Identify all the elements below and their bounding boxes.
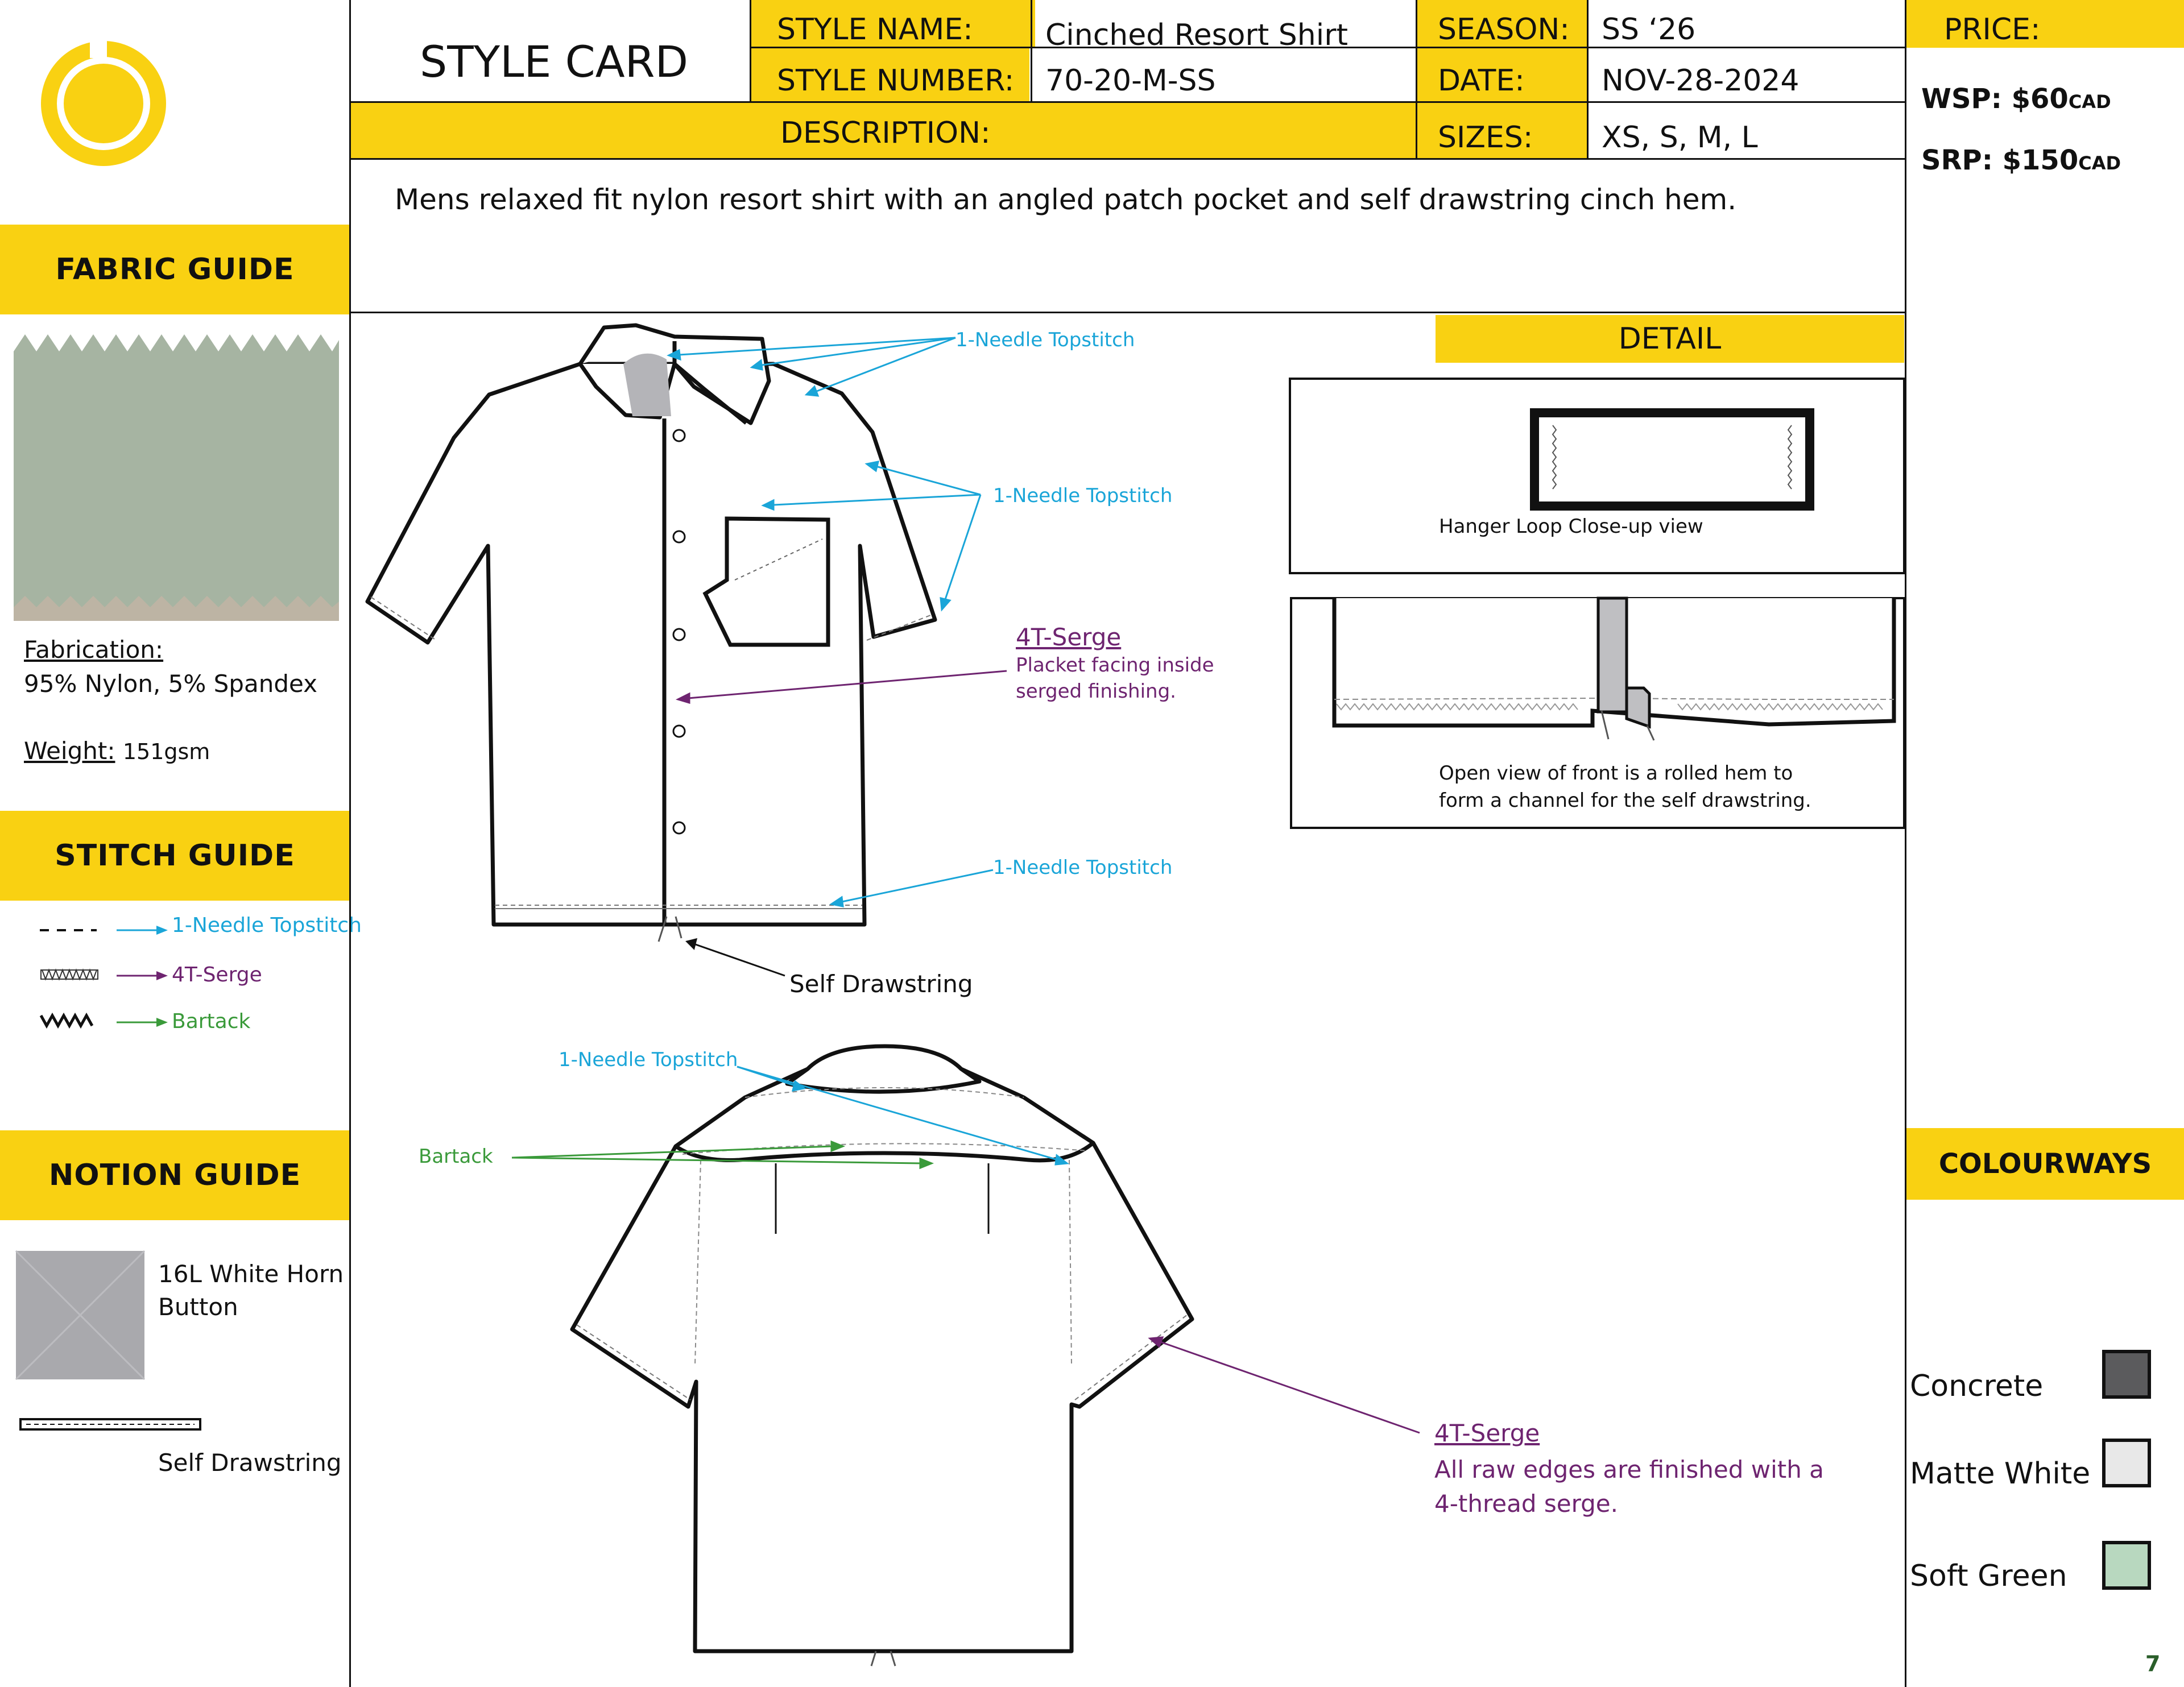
horn-button-swatch xyxy=(15,1250,146,1381)
colourway-name-concrete: Concrete xyxy=(1910,1369,2044,1403)
self-drawstring-callout: Self Drawstring xyxy=(789,970,973,998)
back-serge-callout-title: 4T-Serge xyxy=(1434,1419,1540,1447)
hanger-loop-illustration xyxy=(1530,408,1814,511)
price-bar xyxy=(1906,0,2184,48)
horn-button-label: 16L White Horn Button xyxy=(158,1260,344,1321)
page-number: 7 xyxy=(2145,1651,2161,1676)
back-shirt-flat xyxy=(511,1035,1420,1672)
style-number-value: 70-20-M-SS xyxy=(1045,64,1216,98)
wsp-label: WSP: xyxy=(1921,83,2002,115)
hanger-loop-icon xyxy=(1530,408,1814,511)
colourway-name-matte-white: Matte White xyxy=(1910,1457,2091,1491)
fabric-guide-title: FABRIC GUIDE xyxy=(55,252,295,287)
fabric-swatch-image xyxy=(14,329,339,621)
rolled-hem-illustration xyxy=(1325,596,1900,745)
detail-title: DETAIL xyxy=(1618,322,1722,356)
drawstring-notion xyxy=(19,1417,207,1434)
fabric-swatch xyxy=(14,329,339,621)
front-serge-callout-title: 4T-Serge xyxy=(1016,623,1122,651)
left-divider xyxy=(349,0,351,1687)
description-text: Mens relaxed fit nylon resort shirt with… xyxy=(395,183,1737,216)
style-number-label: STYLE NUMBER: xyxy=(777,64,1015,98)
circle-logo-icon xyxy=(41,35,166,166)
wsp-value: $60 xyxy=(2011,83,2069,115)
front-topstitch-callout-2: 1-Needle Topstitch xyxy=(993,484,1173,507)
zigzag-icon xyxy=(39,1012,94,1029)
fabric-guide-header: FABRIC GUIDE xyxy=(0,225,350,314)
season-label: SEASON: xyxy=(1438,13,1570,47)
button-image xyxy=(15,1250,146,1381)
srp-value: $150 xyxy=(2002,144,2079,176)
open-view-caption-2: form a channel for the self drawstring. xyxy=(1439,789,1811,812)
wsp-unit: CAD xyxy=(2068,91,2111,113)
back-shirt-drawing xyxy=(511,1044,1420,1667)
stitch-bartack-label: Bartack xyxy=(172,1010,251,1033)
sizes-value: XS, S, M, L xyxy=(1602,121,1758,155)
drawstring-label: Self Drawstring xyxy=(158,1449,342,1477)
description-bar xyxy=(351,102,1417,159)
back-serge-callout-line1: All raw edges are finished with a xyxy=(1434,1456,1824,1483)
style-card-title: STYLE CARD xyxy=(420,36,688,87)
srp-label: SRP: xyxy=(1921,144,1993,176)
stitch-legend xyxy=(39,910,347,1041)
date-value: NOV-28-2024 xyxy=(1602,64,1800,98)
front-shirt-drawing xyxy=(365,323,1007,977)
fabric-swatch-fill xyxy=(14,329,339,621)
weight-row: Weight: 151gsm xyxy=(24,737,210,765)
fabrication-value: 95% Nylon, 5% Spandex xyxy=(24,670,317,698)
front-serge-callout-line2: serged finishing. xyxy=(1016,680,1176,703)
price-label: PRICE: xyxy=(1944,13,2041,47)
brand-logo xyxy=(35,35,172,172)
right-divider xyxy=(1905,0,1906,1687)
colourways-title: COLOURWAYS xyxy=(1938,1148,2152,1180)
date-label: DATE: xyxy=(1438,64,1525,98)
stitch-guide-header: STITCH GUIDE xyxy=(0,811,350,901)
weight-value: 151gsm xyxy=(122,739,210,764)
back-topstitch-callout: 1-Needle Topstitch xyxy=(559,1048,738,1071)
sizes-label: SIZES: xyxy=(1438,121,1533,155)
front-shirt-flat xyxy=(364,318,1160,978)
season-value: SS ‘26 xyxy=(1602,13,1696,47)
style-name-label: STYLE NAME: xyxy=(777,13,973,47)
stitch-topstitch-label: 1-Needle Topstitch xyxy=(172,914,362,937)
srp-unit: CAD xyxy=(2078,152,2121,174)
colourway-swatch-soft-green xyxy=(2102,1541,2151,1590)
colourway-name-soft-green: Soft Green xyxy=(1910,1559,2067,1593)
colourways-header: COLOURWAYS xyxy=(1906,1128,2184,1200)
drawstring-icon xyxy=(19,1418,201,1431)
hanger-loop-caption: Hanger Loop Close-up view xyxy=(1439,515,1703,538)
wsp-row: WSP: $60CAD xyxy=(1921,83,2111,115)
stitch-serge-label: 4T-Serge xyxy=(172,963,262,986)
stitch-legend-graphics xyxy=(39,926,168,1029)
stitch-guide-title: STITCH GUIDE xyxy=(55,839,295,873)
style-name-value: Cinched Resort Shirt xyxy=(1045,18,1348,52)
rolled-hem-icon xyxy=(1332,596,1896,741)
notion-guide-title: NOTION GUIDE xyxy=(48,1158,301,1192)
back-serge-callout-line2: 4-thread serge. xyxy=(1434,1490,1618,1518)
colourway-swatch-concrete xyxy=(2102,1350,2151,1399)
back-bartack-callout: Bartack xyxy=(419,1145,493,1168)
notion-guide-header: NOTION GUIDE xyxy=(0,1130,350,1220)
front-serge-callout-line1: Placket facing inside xyxy=(1016,654,1214,677)
description-label: DESCRIPTION: xyxy=(780,116,991,150)
colourway-swatch-matte-white xyxy=(2102,1439,2151,1487)
weight-label: Weight: xyxy=(24,737,115,765)
open-view-caption-1: Open view of front is a rolled hem to xyxy=(1439,762,1793,785)
srp-row: SRP: $150CAD xyxy=(1921,144,2121,176)
detail-header: DETAIL xyxy=(1436,315,1904,363)
fabrication-label: Fabrication: xyxy=(24,636,164,664)
front-topstitch-callout-1: 1-Needle Topstitch xyxy=(956,329,1135,351)
front-topstitch-callout-3: 1-Needle Topstitch xyxy=(993,856,1173,879)
hanger-loop-detail-box xyxy=(1289,378,1905,574)
